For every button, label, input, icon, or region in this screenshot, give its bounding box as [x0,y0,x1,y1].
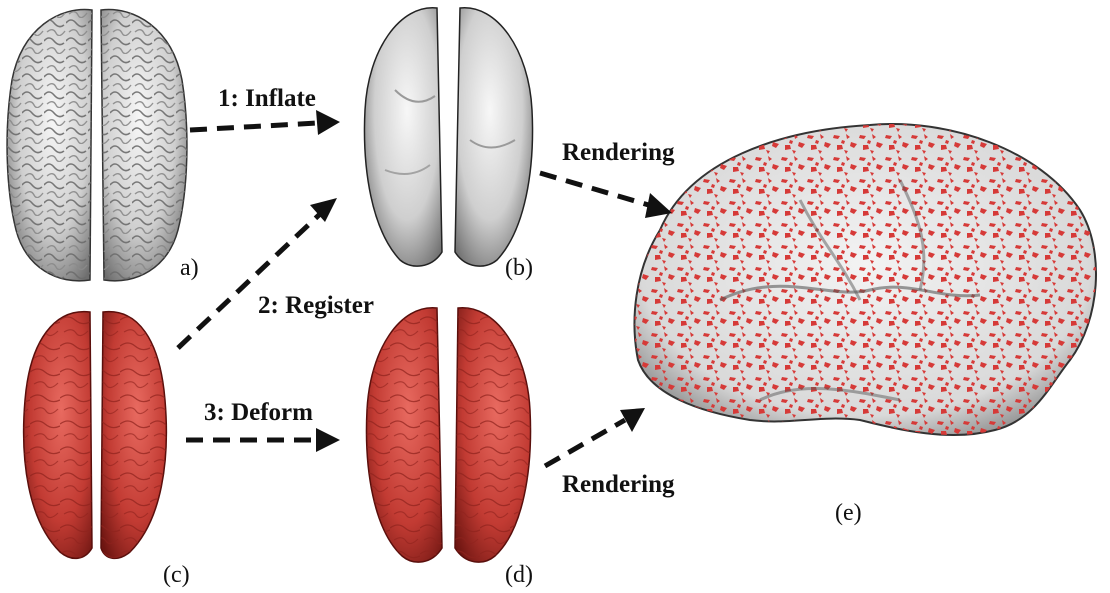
brain-b-inflated [363,7,534,267]
label-register: 2: Register [258,292,374,319]
arrow-rendering-bottom [543,408,645,469]
arrow-rendering-top [539,170,672,218]
panel-label-d: (d) [505,562,533,588]
panel-label-a: a) [180,255,199,281]
arrow-deform [186,428,340,452]
panel-label-e: (e) [835,500,862,526]
label-rendering-bottom: Rendering [562,471,675,498]
brain-d-deformed [365,307,532,563]
brain-e-rendered [633,123,1097,436]
brain-a-original [6,8,188,282]
arrow-register [176,198,337,350]
label-rendering-top: Rendering [562,139,675,166]
brain-c-template [22,310,168,560]
label-inflate: 1: Inflate [218,85,316,112]
panel-label-c: (c) [163,562,190,588]
arrow-inflate [189,110,340,135]
panel-label-b: (b) [505,255,533,281]
label-deform: 3: Deform [204,399,313,426]
